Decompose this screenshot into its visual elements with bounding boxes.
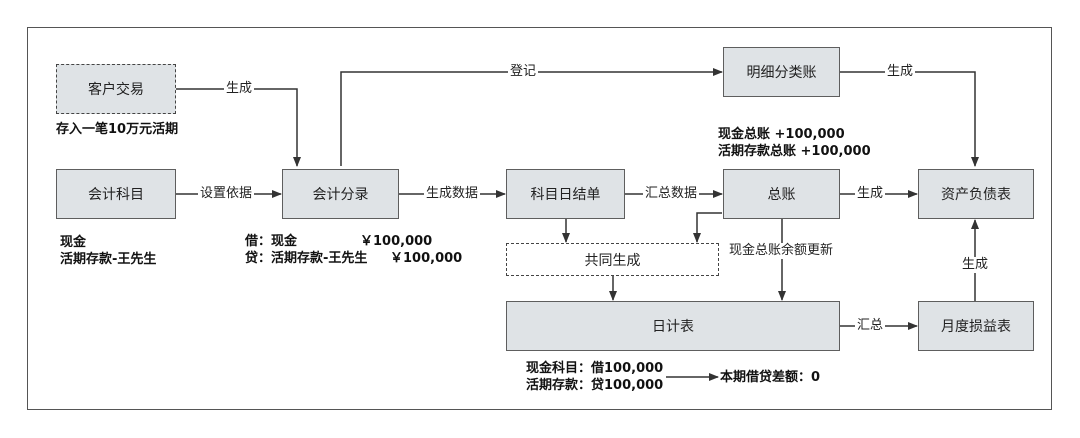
note-report-line2: 活期存款：贷100,000 <box>526 378 664 393</box>
node-account-subject: 会计科目 <box>56 169 176 219</box>
note-gl-line2: 活期存款总账 +100,000 <box>718 144 871 159</box>
note-subject-line2: 活期存款-王先生 <box>60 252 157 267</box>
node-detail-ledger: 明细分类账 <box>723 47 840 97</box>
note-subject-line1: 现金 <box>60 235 87 250</box>
arrow-gl-to-cogen <box>693 212 722 243</box>
node-general-ledger: 总账 <box>723 169 840 219</box>
node-daily-report: 日计表 <box>506 301 840 351</box>
edge-label-report-to-monthly: 汇总 <box>855 318 886 334</box>
note-report-line1: 现金科目：借100,000 <box>526 361 664 376</box>
node-monthly-pl: 月度损益表 <box>918 301 1034 351</box>
diagram-frame <box>27 27 1052 410</box>
node-balance-sheet: 资产负债表 <box>918 169 1034 219</box>
edge-label-daily-to-gl: 汇总数据 <box>643 186 700 202</box>
edge-label-monthly-to-balance: 生成 <box>960 257 991 273</box>
arrow-customer-to-journal <box>176 88 301 167</box>
edge-label-journal-to-detail: 登记 <box>508 64 539 80</box>
arrow-journal-to-detail <box>340 68 723 166</box>
note-customer: 存入一笔10万元活期 <box>56 122 179 137</box>
node-journal-entry: 会计分录 <box>282 169 399 219</box>
edge-label-subject-to-journal: 设置依据 <box>198 186 255 202</box>
edge-label-journal-to-daily: 生成数据 <box>424 186 481 202</box>
note-entry-debit-amount: ￥100,000 <box>360 234 433 249</box>
note-gl-line1: 现金总账 +100,000 <box>718 127 845 142</box>
node-subject-daily: 科目日结单 <box>506 169 625 219</box>
note-entry-debit-label: 借：现金 <box>245 234 298 249</box>
node-co-generate: 共同生成 <box>506 243 719 276</box>
note-entry-credit-amount: ￥100,000 <box>390 251 463 266</box>
note-entry-credit-label: 贷：活期存款-王先生 <box>245 251 368 266</box>
edge-label-gl-to-report: 现金总账余额更新 <box>727 243 836 259</box>
edge-label-customer-to-journal: 生成 <box>224 81 255 97</box>
edge-label-gl-to-balance: 生成 <box>855 186 886 202</box>
edge-label-detail-to-balance: 生成 <box>885 64 916 80</box>
node-customer-trade: 客户交易 <box>56 64 176 114</box>
note-difference: 本期借贷差额：0 <box>720 370 821 385</box>
